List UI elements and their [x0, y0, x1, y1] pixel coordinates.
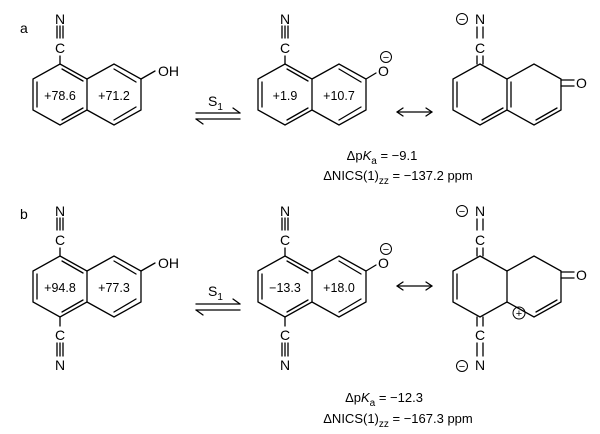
resonance-arrow-b [396, 281, 433, 291]
ketenimine-n: N [475, 357, 485, 373]
ketenimine-c: C [475, 232, 485, 248]
nitrile-n: N [280, 203, 290, 219]
charge-sign: − [459, 14, 465, 26]
charge-sign: − [383, 52, 389, 64]
negative-charge-icon [380, 51, 392, 63]
nics-value: −13.3 [269, 281, 301, 295]
molecule-a-resonance: N C − O [452, 11, 587, 126]
nics-value: +1.9 [273, 89, 298, 103]
resonance-arrow-a [396, 107, 433, 117]
delta-nics-a: ΔNICS(1)zz = −137.2 ppm [323, 168, 472, 187]
molecule-b-product: N C C N O − −13.3 +18.0 [257, 203, 392, 373]
positive-charge-icon [512, 306, 526, 320]
nitrile-n: N [280, 11, 290, 27]
nitrile-c: C [280, 327, 290, 343]
hydroxyl-label: OH [158, 255, 179, 271]
charge-sign: − [459, 206, 465, 218]
carbonyl-o: O [576, 75, 587, 91]
equilibrium-arrow-a: S1 [195, 93, 241, 125]
panel-label-a: a [20, 20, 28, 36]
nitrile-c: C [55, 327, 65, 343]
delta-pka-b: ΔpKa = −12.3 [345, 390, 423, 409]
arrow-label: S1 [208, 283, 223, 303]
molecule-b-resonance: N C C N − − + O [452, 203, 587, 373]
nitrile-c: C [55, 232, 65, 248]
arrow-label: S1 [208, 93, 223, 113]
panel-label-b: b [20, 206, 28, 222]
oxide-label: O [378, 63, 389, 79]
hydroxyl-label: OH [158, 63, 179, 79]
nitrile-c: C [55, 40, 65, 56]
charge-sign: − [459, 361, 465, 373]
nitrile-n: N [55, 203, 65, 219]
nics-value: +10.7 [323, 89, 355, 103]
molecule-a-product: N C O − +1.9 +10.7 [257, 11, 392, 126]
nitrile-c: C [280, 40, 290, 56]
nics-value: +78.6 [44, 89, 76, 103]
ketenimine-n: N [475, 11, 485, 27]
nics-value: +18.0 [323, 281, 355, 295]
ketenimine-c: C [475, 40, 485, 56]
molecule-b-reactant: N C C N OH +94.8 +77.3 [32, 203, 179, 373]
ketenimine-c: C [475, 327, 485, 343]
molecule-a-reactant: N C OH +78.6 +71.2 [32, 11, 179, 126]
charge-sign: − [383, 244, 389, 256]
nitrile-n: N [55, 11, 65, 27]
delta-nics-b: ΔNICS(1)zz = −167.3 ppm [323, 411, 472, 430]
negative-charge-icon [456, 13, 468, 25]
equilibrium-arrow-b: S1 [195, 283, 241, 316]
negative-charge-icon [380, 243, 392, 255]
nitrile-n: N [280, 357, 290, 373]
oxide-label: O [378, 255, 389, 271]
charge-sign: + [516, 308, 522, 320]
nitrile-n: N [55, 357, 65, 373]
negative-charge-icon [456, 360, 468, 372]
negative-charge-icon [456, 205, 468, 217]
delta-pka-a: ΔpKa = −9.1 [347, 148, 418, 167]
nitrile-c: C [280, 232, 290, 248]
nics-value: +77.3 [98, 281, 130, 295]
nics-value: +71.2 [98, 89, 130, 103]
carbonyl-o: O [576, 267, 587, 283]
ketenimine-n: N [475, 203, 485, 219]
nics-value: +94.8 [44, 281, 76, 295]
